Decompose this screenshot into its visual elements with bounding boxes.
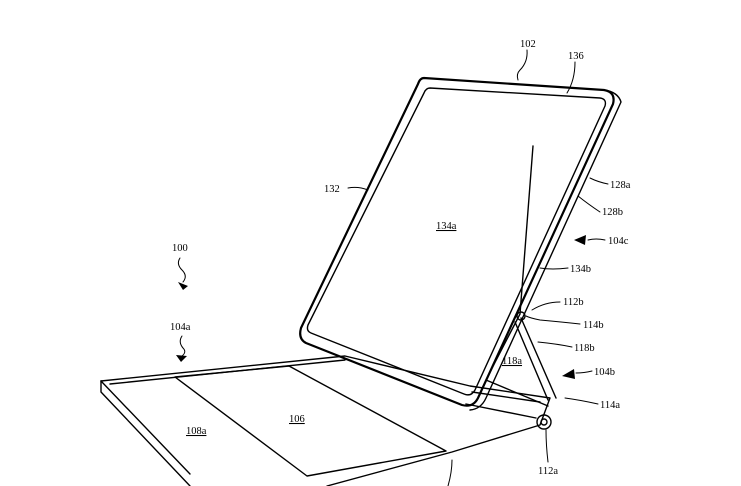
label-128a: 128a: [610, 180, 631, 191]
hinge-112a-inner: [541, 419, 547, 425]
keyboard-base: [101, 356, 551, 486]
label-114a: 114a: [600, 400, 620, 411]
leader-118b: [538, 342, 572, 347]
leader-114a: [565, 398, 598, 404]
label-112b: 112b: [563, 297, 584, 308]
leader-134b: [540, 268, 568, 269]
arrow-104b-shaft: [576, 371, 592, 373]
leader-lines: [348, 50, 608, 486]
leader-base: [448, 460, 452, 486]
hinge-112a-outer: [537, 415, 551, 429]
label-104b: 104b: [594, 367, 615, 378]
reference-labels: 102 136 132 134a 128a 128b 104c 134b 100…: [170, 39, 631, 477]
label-106: 106: [289, 414, 305, 425]
label-136: 136: [568, 51, 584, 62]
label-104c: 104c: [608, 236, 629, 247]
leader-102: [517, 50, 527, 80]
label-118b: 118b: [574, 343, 595, 354]
support-panel-back: [490, 146, 533, 372]
hinge-barrel-lower: [466, 404, 536, 418]
label-134b: 134b: [570, 264, 591, 275]
arrow-104c-shaft: [588, 239, 605, 240]
arrow-104c-head: [574, 235, 586, 245]
label-134a: 134a: [436, 221, 457, 232]
label-100: 100: [172, 243, 188, 254]
leader-114b: [526, 316, 580, 324]
label-112a: 112a: [538, 466, 558, 477]
leader-112a: [546, 430, 548, 462]
label-118a: 118a: [502, 356, 522, 367]
label-114b: 114b: [583, 320, 604, 331]
arrow-104a-head: [176, 355, 187, 362]
label-108a: 108a: [186, 426, 207, 437]
label-132: 132: [324, 184, 340, 195]
base-left-top: [101, 381, 190, 474]
hinge-barrel: [472, 392, 540, 402]
arrow-104a-shaft: [180, 336, 185, 356]
arrow-100-head: [178, 282, 188, 290]
leader-128a: [590, 178, 608, 184]
tablet-device: [300, 78, 621, 410]
label-102: 102: [520, 39, 536, 50]
label-128b: 128b: [602, 207, 623, 218]
leader-128b: [578, 196, 600, 212]
base-left-edge: [101, 381, 190, 486]
arrow-100-shaft: [178, 258, 185, 282]
arrow-104b-head: [562, 369, 575, 379]
tablet-screen: [307, 88, 605, 395]
indicator-arrows: [176, 235, 605, 379]
lower-support-panel: [486, 380, 548, 406]
label-104a: 104a: [170, 322, 191, 333]
base-top-surface: [101, 356, 550, 486]
leader-132: [348, 187, 368, 190]
upper-support-panel: [490, 146, 556, 400]
leader-112b: [532, 302, 560, 310]
support-panel-arm: [521, 318, 556, 398]
